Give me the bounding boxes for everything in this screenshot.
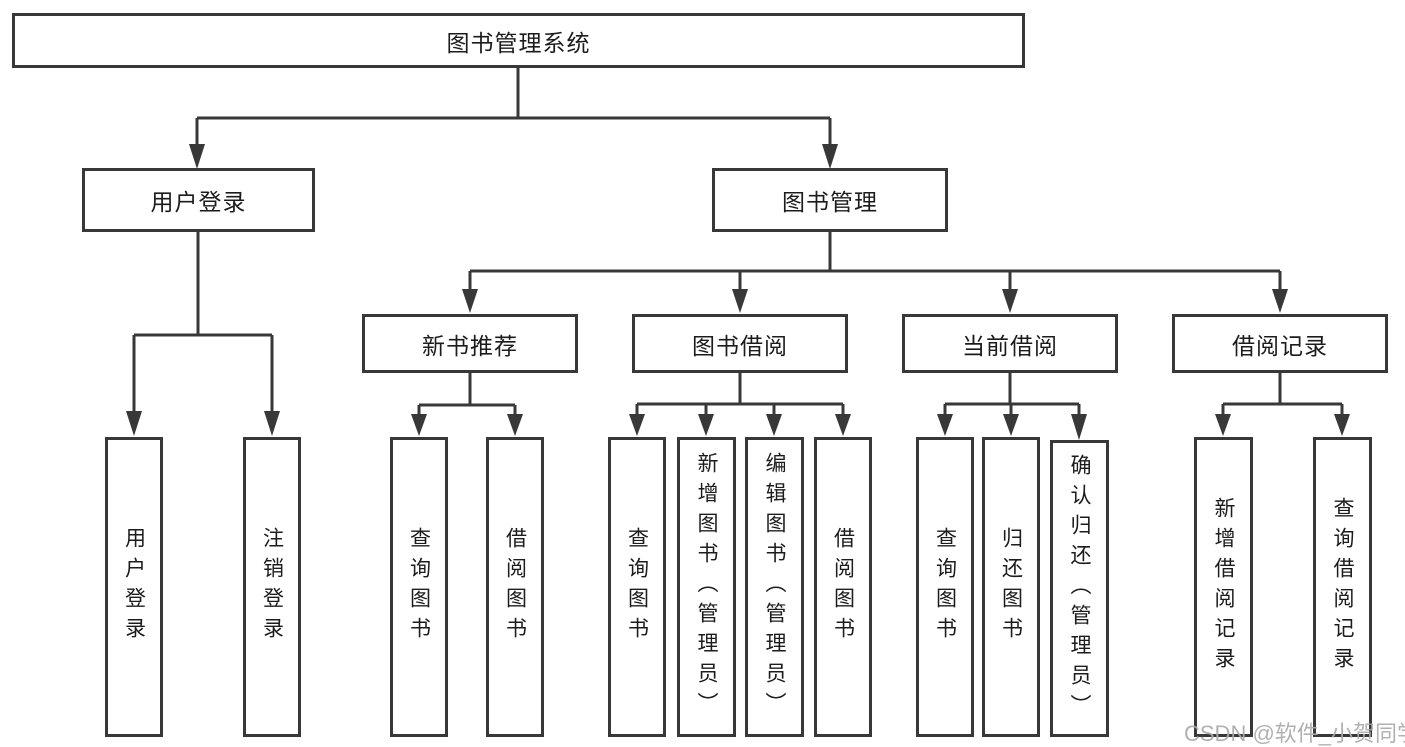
node-new-book-recommend-label: 新书推荐 xyxy=(422,332,518,359)
leaf-return-books-label: 归还图书 xyxy=(999,527,1023,647)
leaf-borrow-books: 借阅图书 xyxy=(814,437,872,737)
arrowhead xyxy=(1002,289,1018,313)
arrowhead xyxy=(507,414,523,436)
arrowhead xyxy=(1003,414,1019,436)
leaf-user-login: 用户登录 xyxy=(105,437,163,737)
node-borrow-records: 借阅记录 xyxy=(1172,314,1388,373)
node-root-label: 图书管理系统 xyxy=(446,29,591,56)
node-book-borrow: 图书借阅 xyxy=(632,314,848,373)
leaf-query-borrow-record: 查询借阅记录 xyxy=(1313,437,1372,737)
leaf-confirm-return-admin: 确认归还（管理员） xyxy=(1050,440,1109,737)
arrowhead xyxy=(629,414,645,436)
arrowhead xyxy=(189,144,205,169)
node-user-login: 用户登录 xyxy=(82,168,315,232)
node-book-management: 图书管理 xyxy=(712,168,948,232)
arrowhead xyxy=(126,411,142,436)
arrowhead xyxy=(264,411,280,436)
node-user-login-label: 用户登录 xyxy=(150,189,247,215)
leaf-borrow-books-label: 借阅图书 xyxy=(831,527,855,647)
arrowhead xyxy=(1272,289,1288,313)
node-borrow-records-label: 借阅记录 xyxy=(1232,332,1328,359)
node-book-borrow-label: 图书借阅 xyxy=(692,332,788,359)
leaf-query-borrow-record-label: 查询借阅记录 xyxy=(1331,497,1354,677)
arrowhead xyxy=(698,414,714,436)
leaf-add-borrow-record: 新增借阅记录 xyxy=(1194,437,1253,737)
arrowhead xyxy=(937,414,953,436)
leaf-query-books-recommend: 查询图书 xyxy=(390,437,448,737)
leaf-confirm-return-admin-label: 确认归还（管理员） xyxy=(1068,453,1091,724)
arrowhead xyxy=(732,289,748,313)
leaf-add-borrow-record-label: 新增借阅记录 xyxy=(1212,497,1235,677)
leaf-add-books-admin-label: 新增图书（管理员） xyxy=(695,452,718,722)
leaf-add-books-admin: 新增图书（管理员） xyxy=(677,437,736,737)
node-current-borrow-label: 当前借阅 xyxy=(962,332,1058,359)
node-current-borrow: 当前借阅 xyxy=(902,314,1118,373)
leaf-query-books-borrow-label: 查询图书 xyxy=(625,527,649,647)
leaf-edit-books-admin-label: 编辑图书（管理员） xyxy=(763,452,786,722)
arrowhead xyxy=(411,414,427,436)
leaf-logout-label: 注销登录 xyxy=(260,527,284,647)
leaf-user-login-label: 用户登录 xyxy=(122,527,146,647)
leaf-query-books-current: 查询图书 xyxy=(916,437,974,737)
leaf-edit-books-admin: 编辑图书（管理员） xyxy=(745,437,804,737)
leaf-borrow-books-recommend: 借阅图书 xyxy=(486,437,544,737)
node-new-book-recommend: 新书推荐 xyxy=(362,314,578,373)
leaf-logout: 注销登录 xyxy=(243,437,301,737)
leaf-query-books-current-label: 查询图书 xyxy=(933,527,957,647)
arrowhead xyxy=(462,289,478,313)
csdn-watermark: CSDN @软件_小贺同学 xyxy=(1184,721,1405,746)
arrowhead xyxy=(822,144,838,169)
node-book-management-label: 图书管理 xyxy=(782,189,878,215)
arrowhead xyxy=(766,414,782,436)
node-root-library-system: 图书管理系统 xyxy=(12,13,1025,68)
arrowhead xyxy=(1334,414,1350,436)
arrowhead xyxy=(1071,414,1087,440)
leaf-return-books: 归还图书 xyxy=(982,437,1040,737)
arrowhead xyxy=(835,414,851,436)
arrowhead xyxy=(1215,414,1231,436)
leaf-borrow-books-recommend-label: 借阅图书 xyxy=(503,527,527,647)
leaf-query-books-borrow: 查询图书 xyxy=(608,437,666,737)
leaf-query-books-recommend-label: 查询图书 xyxy=(407,527,431,647)
